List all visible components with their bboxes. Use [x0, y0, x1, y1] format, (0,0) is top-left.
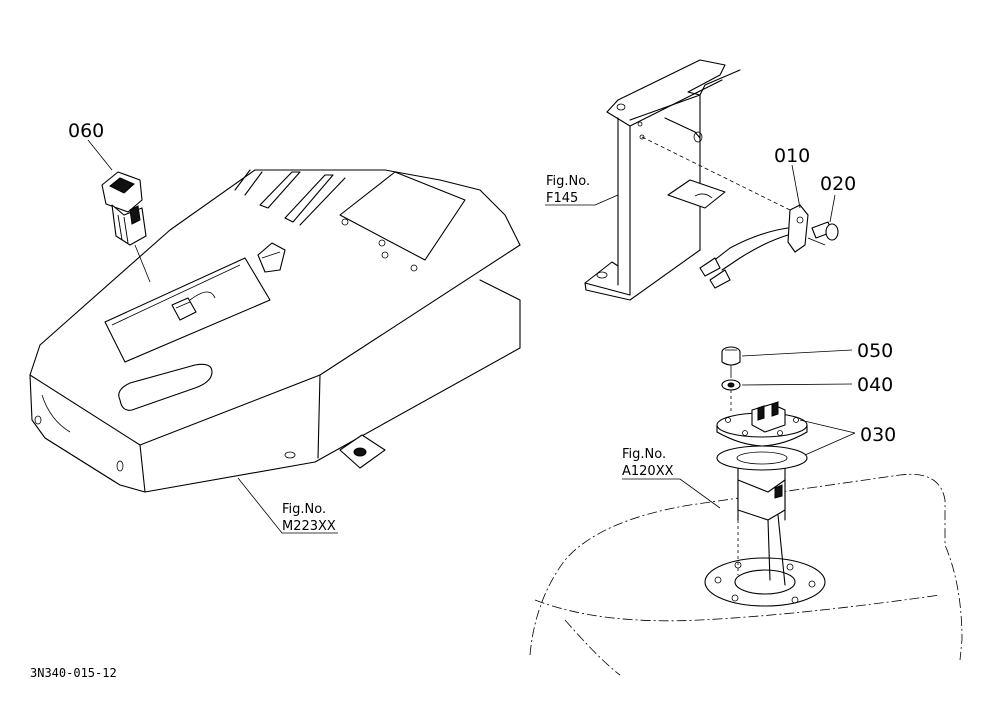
leader-a120 [622, 478, 721, 509]
fig-ref-m223-title: Fig.No. [282, 502, 326, 517]
leader-030b [804, 432, 856, 456]
fig-ref-a120-title: Fig.No. [622, 447, 666, 462]
fig-ref-m223-code: M223XX [282, 519, 336, 534]
switch-part-060 [101, 171, 151, 283]
part-number-040: 040 [857, 374, 893, 396]
fig-ref-f145-title: Fig.No. [546, 174, 590, 189]
part-number-010: 010 [774, 145, 810, 167]
leader-060 [87, 139, 113, 171]
leader-m223 [237, 477, 338, 534]
leader-040 [741, 383, 853, 386]
bracket-assembly-drawing [584, 59, 839, 301]
leader-020 [829, 194, 836, 223]
fig-ref-a120-code: A120XX [622, 464, 674, 479]
leader-050 [741, 349, 853, 357]
panel-assembly-drawing [29, 169, 521, 493]
part-number-020: 020 [820, 173, 856, 195]
fig-ref-f145-code: F145 [546, 191, 578, 206]
leader-010 [791, 164, 801, 209]
part-number-030: 030 [860, 424, 896, 446]
leader-lines [87, 139, 856, 534]
part-number-060: 060 [68, 120, 104, 142]
drawing-code: 3N340-015-12 [30, 666, 117, 680]
leader-030a [799, 419, 856, 434]
part-number-050: 050 [857, 340, 893, 362]
leader-f145 [594, 194, 619, 206]
tank-assembly-drawing [529, 346, 963, 676]
part-labels: 060 010 020 050 040 030 Fig.No. F145 Fig… [30, 120, 896, 680]
